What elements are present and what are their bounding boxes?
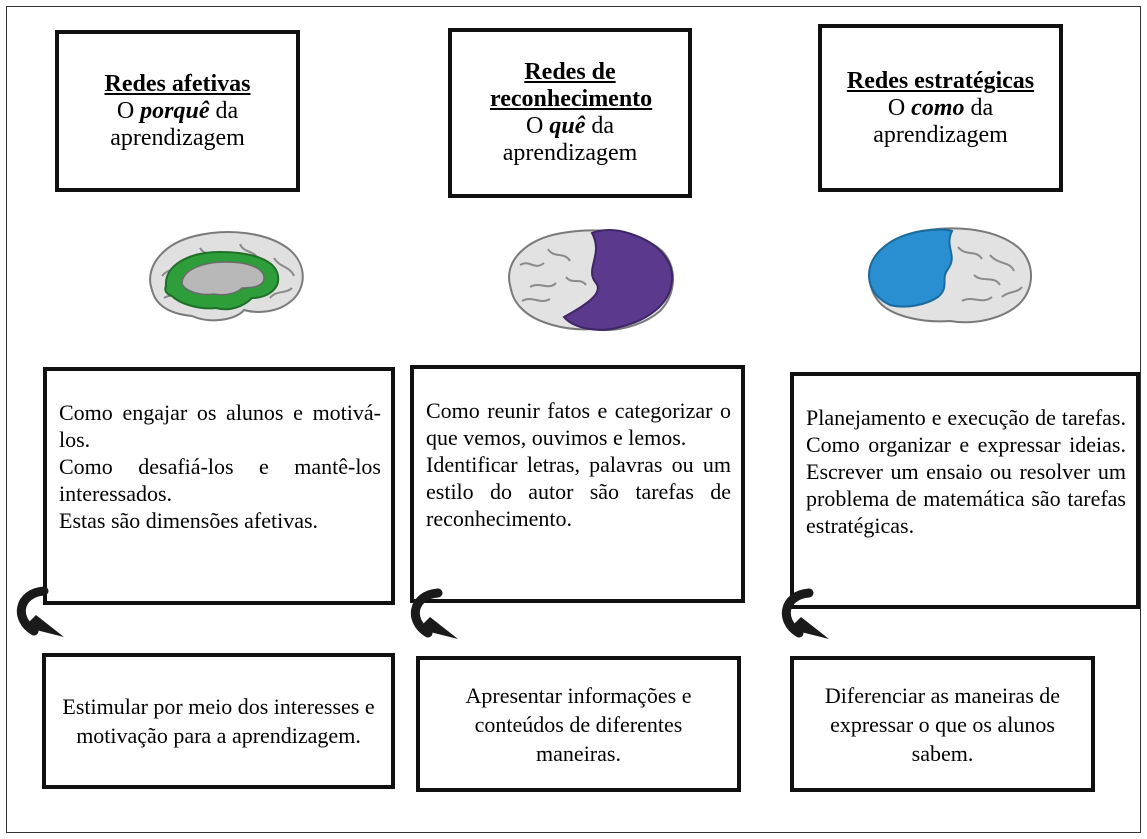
brain-limbic-icon — [149, 231, 304, 322]
subtitle-affective-line2: aprendizagem — [110, 124, 245, 151]
description-line: Como engajar os alunos e motivá-los. — [59, 400, 381, 452]
outcome-text: Diferenciar as maneiras de expressar o q… — [824, 682, 1061, 766]
outcome-text: Apresentar informações e conteúdos de di… — [465, 682, 692, 766]
description-line: Identificar letras, palavras ou um estil… — [426, 452, 731, 531]
subtitle-affective: O porquê da — [116, 97, 239, 124]
title-affective: Redes afetivas — [104, 70, 251, 97]
outcome-box-strategic: Diferenciar as maneiras de expressar o q… — [790, 656, 1095, 792]
description-line: Como desafiá-los e mantê-los interessado… — [59, 454, 381, 506]
diagram-frame — [6, 6, 1141, 833]
description-line: Planejamento e execução de tarefas. Como… — [806, 405, 1126, 538]
outcome-box-recognition: Apresentar informações e conteúdos de di… — [416, 656, 741, 792]
subtitle-strategic: O como da — [887, 94, 994, 121]
subtitle-recognition: O quê da — [526, 113, 614, 139]
outcome-text: Estimular por meio dos interesses e moti… — [62, 694, 375, 748]
description-line: Estas são dimensões afetivas. — [59, 508, 319, 533]
title-box-recognition: Redes de reconhecimento O quê da aprendi… — [448, 28, 692, 198]
curved-arrow-icon — [781, 588, 829, 639]
title-box-affective: Redes afetivas O porquê da aprendizagem — [55, 30, 300, 192]
subtitle-recognition-line2: aprendizagem — [502, 140, 638, 166]
description-box-strategic: Planejamento e execução de tarefas. Como… — [790, 372, 1140, 609]
description-box-recognition: Como reunir fatos e categorizar o que ve… — [410, 365, 745, 603]
subtitle-strategic-line2: aprendizagem — [873, 121, 1008, 148]
brain-posterior-icon — [508, 229, 675, 331]
curved-arrow-icon — [410, 588, 458, 639]
outcome-box-affective: Estimular por meio dos interesses e moti… — [42, 653, 395, 789]
title-recognition: Redes de reconhecimento — [490, 59, 653, 112]
brain-frontal-icon — [868, 227, 1033, 324]
description-box-affective: Como engajar os alunos e motivá-los. Com… — [43, 367, 395, 605]
curved-arrow-icon — [16, 586, 64, 637]
title-box-strategic: Redes estratégicas O como da aprendizage… — [818, 24, 1063, 192]
title-strategic: Redes estratégicas — [846, 67, 1035, 94]
description-line: Como reunir fatos e categorizar o que ve… — [426, 398, 731, 450]
